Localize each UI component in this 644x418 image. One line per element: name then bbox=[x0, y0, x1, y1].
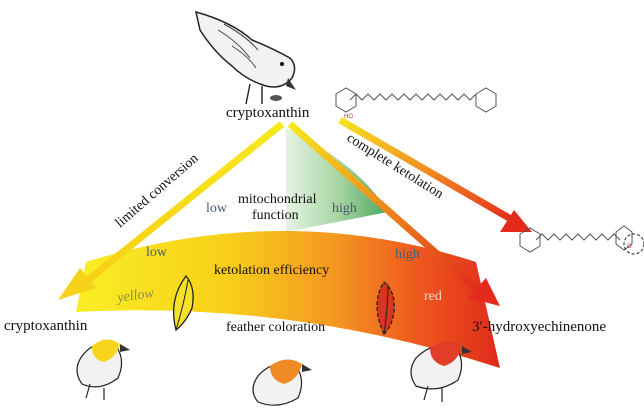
feather-coloration-title: feather coloration bbox=[226, 320, 325, 335]
feather-icon-red bbox=[376, 281, 395, 336]
bird-illustration-orange bbox=[252, 359, 312, 406]
ketolation-low-label: low bbox=[146, 245, 168, 260]
right-product-label: 3′-hydroxyechinenone bbox=[472, 319, 606, 335]
ketolation-efficiency-title: ketolation efficiency bbox=[214, 263, 329, 278]
molecule-structure: HO bbox=[335, 87, 497, 120]
top-compound-label: cryptoxanthin bbox=[226, 105, 310, 121]
center-diagonal-arrow bbox=[287, 121, 500, 306]
complete-ketolation-arrow bbox=[338, 116, 532, 232]
mitochondrial-title-line1: mitochondrial bbox=[238, 192, 317, 207]
limited-conversion-arrow bbox=[58, 121, 285, 300]
feather-icon bbox=[172, 274, 194, 332]
molecule-structure-ketolated: O bbox=[519, 225, 644, 255]
coloration-yellow-label: yellow bbox=[114, 286, 155, 306]
feather-coloration-band bbox=[76, 231, 500, 368]
coloration-red-label: red bbox=[424, 289, 442, 304]
svg-text:HO: HO bbox=[344, 114, 353, 120]
mitochondrial-title-line2: function bbox=[252, 208, 299, 223]
left-product-label: cryptoxanthin bbox=[4, 318, 88, 334]
svg-text:O: O bbox=[627, 244, 632, 250]
ketolation-high-label: high bbox=[395, 247, 420, 262]
mitochondrial-function-wedge bbox=[286, 128, 388, 232]
bird-illustration-red bbox=[410, 341, 472, 402]
bird-illustration-yellow bbox=[76, 339, 130, 400]
bird-illustration bbox=[194, 10, 296, 105]
mitochondrial-high-label: high bbox=[332, 201, 357, 216]
mitochondrial-low-label: low bbox=[206, 201, 228, 216]
limited-conversion-label: limited conversion bbox=[113, 151, 202, 231]
